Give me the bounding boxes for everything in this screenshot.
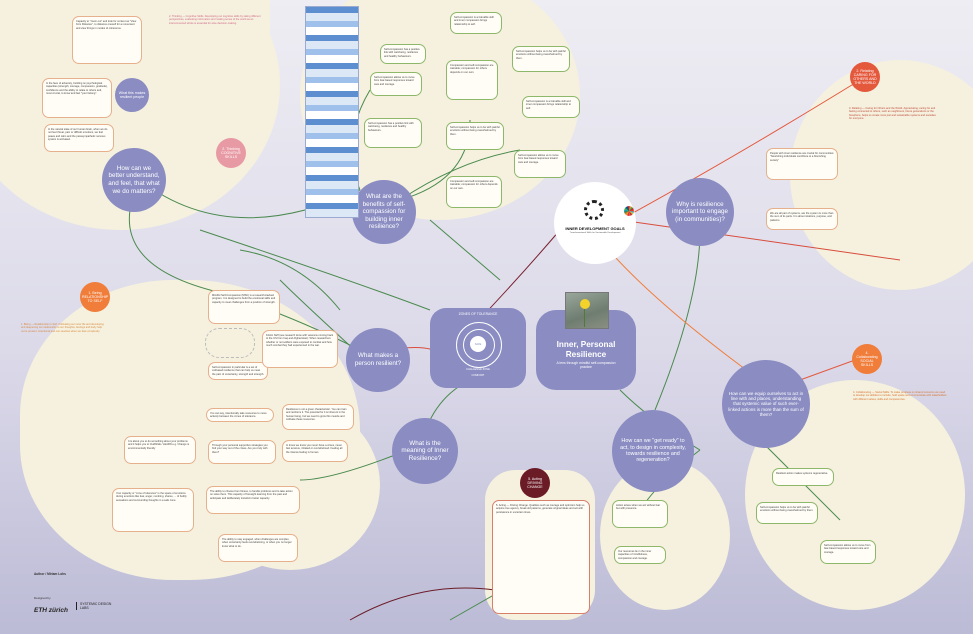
card-sc5: Compassion and self-compassion are train… (446, 60, 498, 100)
zones-comfort: COMFORT (471, 374, 485, 377)
card-sc1: Self-compassion is a trainable skill and… (450, 12, 502, 34)
badge-what-this[interactable]: What this makes resilient people (115, 78, 149, 112)
card-thinking-list: 2. Thinking — Cognitive Skills. Developi… (169, 15, 261, 25)
card-ability: The ability to choose from fitness, to h… (206, 486, 300, 514)
card-people: People with inner resilience are crucial… (766, 148, 838, 180)
zones-challenge: CHALLENGE ZONE (466, 368, 490, 371)
card-collab-list: 4. Collaborating — Social Skills. To mak… (853, 391, 947, 401)
msc-diagram (205, 328, 255, 358)
badge-being[interactable]: 1. Being RELATIONSHIP TO SELF (80, 282, 110, 312)
card-capacity: Capacity to "zoom out" and look for cont… (72, 16, 142, 64)
card-sc2: Self-compassion has a positive link with… (380, 44, 426, 64)
hub-why-resilience[interactable]: Why is resilience important to engage (i… (666, 178, 734, 246)
zones-outer-ring (456, 322, 502, 368)
card-neg: You can say, intentionally take resource… (206, 408, 274, 422)
author-label: Author / Miriam Lohs (34, 572, 66, 576)
card-eq2: Self-compassion helps us to be with pain… (756, 502, 818, 524)
card-share: In times we know you never have a crises… (282, 440, 348, 462)
badge-relating[interactable]: 2. Relating CARING FOR OTHERS AND THE WO… (850, 62, 880, 92)
card-sc8: Self-compassion helps us to be with pain… (446, 122, 504, 150)
idg-ring-icon (584, 200, 604, 220)
hub-meaning[interactable]: What is the meaning of Inner Resilience? (392, 418, 458, 484)
zones-title: ZONES OF TOLERANCE (458, 312, 498, 316)
card-act1: Action arises when we act without fear b… (612, 500, 668, 528)
card-eq3: Self-compassion allows us to move from f… (820, 540, 876, 564)
card-msc-note: Self-compassion in particular is a set o… (208, 362, 268, 380)
card-kristin: Kristin Neff (see research done with vet… (262, 330, 338, 368)
badge-acting[interactable]: 5. Acting DRIVING CHANGE (520, 468, 550, 498)
hub-equip[interactable]: How can we equip ourselves to act in lin… (722, 360, 810, 448)
card-resilience-thought: Resilience is not a given characteristic… (282, 404, 354, 430)
card-sc9: Self-compassion allows us to move from f… (514, 150, 566, 178)
hub-resilient-person[interactable]: What makes a person resilient? (346, 328, 410, 392)
card-own-power: It is about you to do something about yo… (124, 436, 196, 464)
card-personal: Through your personal supportive strateg… (208, 440, 276, 464)
zones-mid-ring (463, 329, 495, 361)
idg-tagline: Transformational Skills for Sustainable … (569, 232, 621, 234)
card-stay: The ability to stay engaged, when challe… (218, 534, 298, 562)
card-sc10: Compassion and self-compassion are train… (446, 176, 502, 208)
infographic-strip (305, 6, 359, 218)
card-act2: Our resources lie in the inner capacitie… (614, 546, 666, 564)
zones-safe: SAFE (470, 336, 486, 352)
hub-self-compassion[interactable]: What are the benefits of self-compassion… (352, 180, 416, 244)
card-eq1: Resilient action makes systems regenerat… (772, 468, 834, 486)
hub-understand[interactable]: How can we better understand, and feel, … (102, 148, 166, 212)
dandelion-photo (565, 292, 609, 329)
card-acting-list: 5. Acting — Driving Change. Qualities su… (492, 500, 590, 614)
eth-logo: ETH zürich (34, 607, 68, 614)
badge-thinking[interactable]: 2. Thinking COGNITIVE SKILLS (216, 138, 246, 168)
card-parts: We are all part of systems, are the syst… (766, 208, 838, 230)
card-sc4: Self-compassion allows us to move from f… (370, 72, 422, 96)
card-relating-list: 3. Relating — Caring for Others and the … (849, 107, 936, 120)
sdl-logo: SYSTEMIC DESIGN LABS (76, 602, 116, 610)
idg-logo[interactable]: INNER DEVELOPMENT GOALS Transformational… (554, 182, 636, 264)
card-sc3: Self-compassion helps us to be with pain… (512, 46, 570, 72)
card-being-list: 1. Being — Relationship to Self. Cultiva… (21, 323, 104, 333)
designed-by-label: Designed by (34, 596, 51, 600)
card-sc6: Self-compassion is a trainable skill and… (522, 96, 580, 118)
card-sc7: Self-compassion has a positive link with… (364, 118, 422, 148)
sdg-mini-logo (624, 206, 634, 216)
card-base: In the face of adversity, building on ps… (42, 78, 112, 118)
card-msc: Mindful Self-Compassion (MSC) is a resea… (208, 290, 280, 324)
center-title: Inner, Personal Resilience (556, 340, 616, 359)
card-natural: In the natural state of our human brain,… (44, 124, 114, 152)
idg-title: INNER DEVELOPMENT GOALS (565, 226, 625, 231)
center-subtitle: A lens through mindful self-compassion p… (556, 361, 616, 370)
region-thinking (150, 0, 270, 160)
card-regulation: Your capacity or "zone of tolerance" is … (112, 488, 194, 532)
hub-act[interactable]: How can we "get ready" to act, to design… (612, 410, 694, 492)
zones-card[interactable]: ZONES OF TOLERANCE SAFE CHALLENGE ZONE C… (430, 308, 526, 388)
badge-collaborating[interactable]: 4. Collaborating SOCIAL SKILLS (852, 344, 882, 374)
